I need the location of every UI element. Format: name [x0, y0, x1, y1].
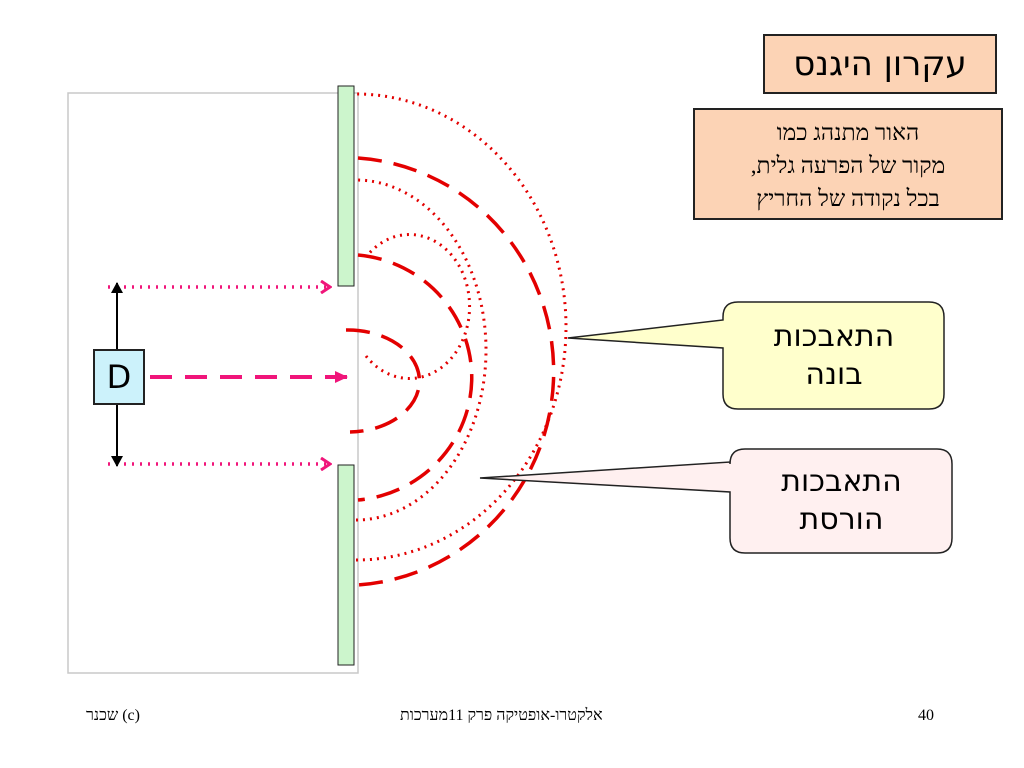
- footer-page-number: 40: [918, 707, 934, 724]
- footer-course: אלקטרו-אופטיקה פרק 11מערכות: [400, 707, 603, 724]
- destructive-line-1: התאבכות: [781, 464, 902, 499]
- info-line-3: בכל נקודה של החריץ: [756, 186, 940, 211]
- wavefront-dotted-medium: [355, 178, 488, 522]
- callout-destructive: התאבכות הורסת: [731, 463, 952, 539]
- callout-constructive: התאבכות בונה: [724, 318, 944, 394]
- barrier-top: [337, 85, 355, 287]
- destructive-line-2: הורסת: [799, 502, 884, 537]
- wavefront-dashed-medium: [357, 253, 474, 502]
- footer-copyright: שכנר (c): [86, 707, 140, 724]
- barrier-bottom: [337, 464, 355, 666]
- callout-destructive-shape: [479, 448, 953, 554]
- constructive-line-2: בונה: [805, 357, 863, 392]
- page-title: עקרון היגנס: [763, 34, 997, 94]
- slit-width-label: D: [93, 349, 145, 405]
- wavefront-dotted-small: [364, 233, 472, 380]
- info-box: האור מתנהג כמו מקור של הפרעה גלית, בכל נ…: [693, 108, 1003, 220]
- info-line-2: מקור של הפרעה גלית,: [750, 153, 946, 178]
- constructive-line-1: התאבכות: [773, 319, 895, 354]
- wavefront-dashed-large: [357, 156, 556, 587]
- wavefront-dashed-small: [345, 328, 422, 434]
- callout-constructive-shape: [567, 301, 945, 410]
- info-line-1: האור מתנהג כמו: [776, 120, 920, 145]
